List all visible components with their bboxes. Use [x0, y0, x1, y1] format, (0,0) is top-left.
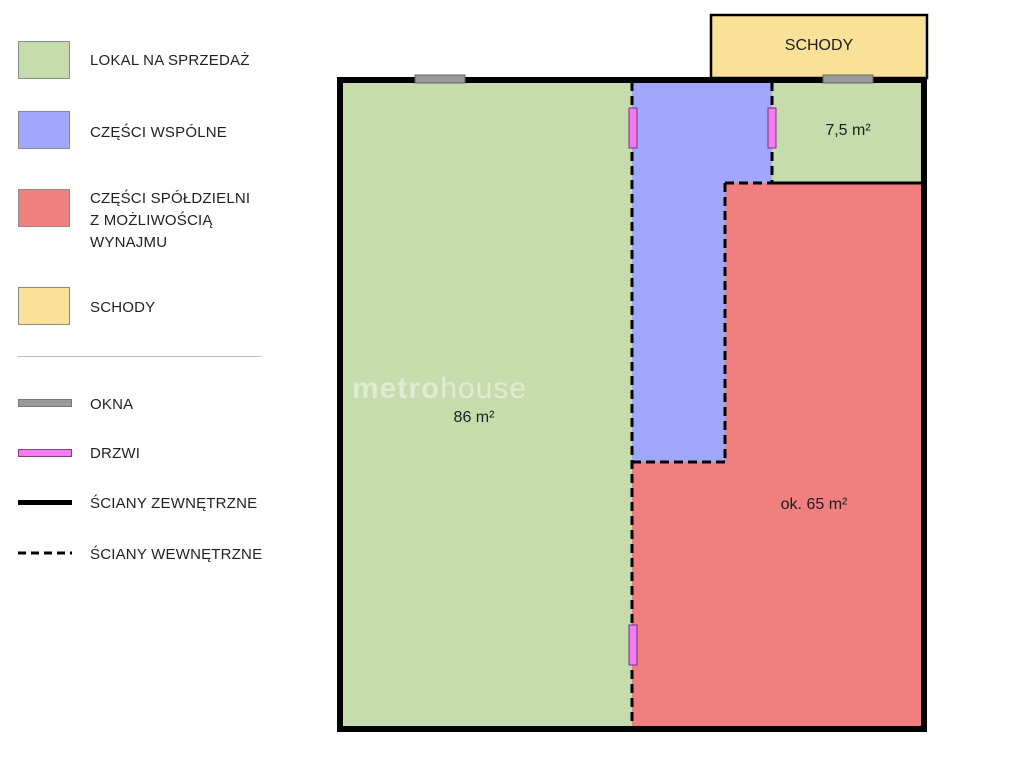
legend-swatch-coop — [18, 189, 70, 227]
legend-label-coop: CZĘŚCI SPÓŁDZIELNI Z MOŻLIWOŚCIĄ WYNAJMU — [90, 190, 251, 251]
legend-label-stairs: SCHODY — [90, 299, 156, 316]
legend-door-sample — [18, 449, 72, 457]
small-room-area — [772, 80, 924, 183]
legend-swatch-stairs — [18, 287, 70, 325]
legend-label-doors: DRZWI — [90, 445, 141, 462]
door-common-right — [767, 107, 777, 149]
legend-int-wall-sample — [18, 551, 72, 555]
door-coop — [628, 624, 638, 666]
window-right — [822, 74, 874, 84]
coop-area-label: ok. 65 m² — [780, 496, 848, 513]
legend-label-common: CZĘŚCI WSPÓLNE — [90, 124, 227, 141]
window-left — [414, 74, 466, 84]
coop-area — [632, 183, 924, 729]
exterior-wall — [337, 77, 927, 732]
legend: LOKAL NA SPRZEDAŻ CZĘŚCI WSPÓLNE CZĘŚCI … — [0, 0, 300, 768]
legend-window-sample — [18, 399, 72, 407]
legend-label-sale: LOKAL NA SPRZEDAŻ — [90, 52, 250, 69]
main-area-label: 86 m² — [453, 409, 495, 426]
legend-label-int-walls: ŚCIANY WEWNĘTRZNE — [90, 546, 263, 563]
common-area — [632, 80, 772, 462]
stairs-label: SCHODY — [784, 37, 854, 54]
legend-label-ext-walls: ŚCIANY ZEWNĘTRZNE — [90, 495, 258, 512]
legend-swatch-sale — [18, 41, 70, 79]
legend-label-windows: OKNA — [90, 396, 134, 413]
small-area-label: 7,5 m² — [825, 122, 871, 139]
legend-ext-wall-sample — [18, 500, 72, 505]
watermark-logo: metrohouse — [352, 372, 528, 405]
legend-swatch-common — [18, 111, 70, 149]
door-common-left — [628, 107, 638, 149]
stairs-area — [709, 13, 929, 80]
legend-divider — [18, 356, 261, 357]
sale-area — [340, 80, 632, 729]
